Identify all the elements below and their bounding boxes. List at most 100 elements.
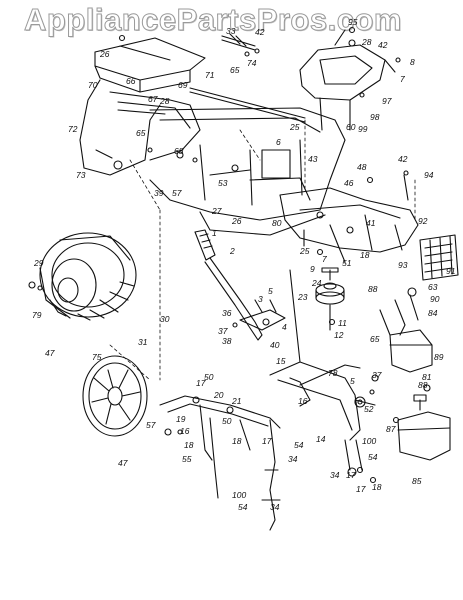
callout: 30 (160, 314, 170, 324)
callout: 37 (372, 370, 382, 380)
callout: 3 (258, 294, 263, 304)
frame-rods (189, 87, 306, 123)
callout: 65 (370, 334, 380, 344)
seat-pan (94, 37, 206, 93)
callout: 17 (262, 436, 272, 446)
callout: 66 (126, 76, 136, 86)
callout: 18 (360, 250, 370, 260)
callout: 88 (368, 284, 378, 294)
callout: 15 (276, 356, 286, 366)
callout: 92 (418, 216, 428, 226)
callout: 1 (212, 228, 217, 238)
callout: 54 (368, 452, 378, 462)
callout: 26 (231, 216, 242, 226)
callout: 2 (229, 246, 235, 256)
callout: 60 (346, 122, 356, 132)
callout: 42 (378, 40, 388, 50)
callout: 73 (76, 170, 86, 180)
callout: 91 (446, 266, 456, 276)
callout: 85 (412, 476, 422, 486)
callout: 6 (276, 137, 281, 147)
callout: 65 (230, 65, 240, 75)
callout: 54 (294, 440, 304, 450)
tank-upper (379, 287, 433, 373)
callout: 34 (288, 454, 298, 464)
callout: 79 (32, 310, 42, 320)
callout: 17 (356, 484, 366, 494)
callout: 50 (204, 372, 214, 382)
callout: 26 (99, 49, 110, 59)
callout: 34 (270, 502, 280, 512)
callout: 12 (334, 330, 344, 340)
callout: 99 (358, 124, 368, 134)
callout: 74 (247, 58, 257, 68)
pedal-bracket (239, 299, 286, 331)
callout: 17 (346, 470, 356, 480)
callout: 5 (350, 376, 355, 386)
callout: 57 (172, 188, 182, 198)
callout: 28 (361, 37, 372, 47)
dash-housing (299, 26, 396, 131)
callout: 25 (289, 122, 300, 132)
callout: 55 (182, 454, 192, 464)
callout: 7 (322, 254, 327, 264)
callout: 87 (386, 424, 396, 434)
callout: 27 (211, 206, 222, 216)
callout: 97 (382, 96, 392, 106)
callout: 16 (180, 426, 190, 436)
rear-body (79, 79, 201, 176)
callout: 71 (205, 70, 215, 80)
brake-pedal (194, 229, 263, 341)
callout: 42 (398, 154, 408, 164)
main-frame (149, 107, 346, 236)
callout: 98 (370, 112, 380, 122)
callout: 88 (418, 380, 428, 390)
callout: 57 (146, 420, 156, 430)
callout: 34 (330, 470, 340, 480)
callout: 31 (138, 337, 148, 347)
callout: 5 (268, 286, 273, 296)
hardware (28, 34, 431, 484)
callout: 39 (154, 188, 164, 198)
callout: 17 (196, 378, 206, 388)
wheel-cover (82, 355, 148, 437)
callout: 21 (231, 396, 242, 406)
callout: 89 (434, 352, 444, 362)
callout: 41 (366, 218, 376, 228)
callout: 29 (33, 258, 44, 268)
callout: 11 (338, 318, 347, 328)
callout: 50 (222, 416, 232, 426)
callout: 18 (184, 440, 194, 450)
callout: 78 (328, 368, 338, 378)
callout: 48 (357, 162, 367, 172)
callout: 18 (372, 482, 382, 492)
seat-spring (221, 33, 260, 54)
callout: 46 (344, 178, 354, 188)
callout: 70 (88, 80, 98, 90)
callout: 52 (364, 404, 374, 414)
callout: 81 (422, 372, 432, 382)
callout: 7 (400, 74, 405, 84)
bottom-linkage (159, 395, 281, 531)
callout: 51 (342, 258, 352, 268)
callout: 47 (118, 458, 128, 468)
callout: 43 (308, 154, 318, 164)
callout: 42 (255, 27, 265, 37)
callout: 4 (282, 322, 287, 332)
callout: 65 (136, 128, 146, 138)
pulley (315, 267, 345, 321)
front-axle (289, 364, 363, 477)
callout: 93 (398, 260, 408, 270)
callout: 8 (410, 57, 415, 67)
callout: 75 (92, 352, 102, 362)
callout: 36 (222, 308, 232, 318)
callout: 23 (297, 292, 308, 302)
callout: 20 (213, 390, 224, 400)
callout: 18 (232, 436, 242, 446)
reference-lines (109, 119, 416, 381)
callout: 40 (270, 340, 280, 350)
grille (419, 234, 459, 281)
callout: 67 (148, 94, 158, 104)
callout: 25 (299, 246, 310, 256)
